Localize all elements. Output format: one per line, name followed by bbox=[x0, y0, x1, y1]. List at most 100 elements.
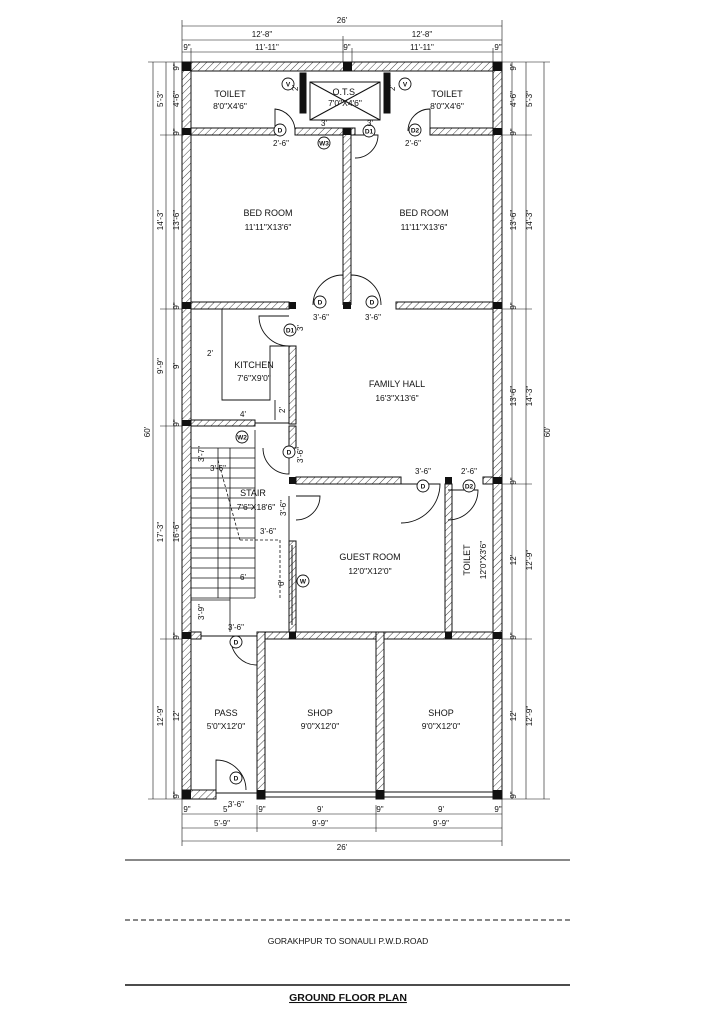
dim-top-half-right: 12'-8" bbox=[412, 30, 433, 39]
wall-guest-top bbox=[295, 476, 402, 485]
dim-bottom-seg-1: 9" bbox=[183, 805, 190, 814]
dim-stair-3-7: 3'-7" bbox=[197, 446, 206, 462]
wall-kitchen-bottom bbox=[190, 419, 256, 427]
wall-pass-top bbox=[190, 631, 202, 640]
tag-v-right: V bbox=[403, 82, 408, 89]
dim-toilet-left-door: 2'-6" bbox=[273, 139, 289, 148]
dim-left-inner-2: 4'-6" bbox=[172, 91, 181, 107]
dim-ots-left: 3' bbox=[321, 119, 327, 128]
dim-right-outer-5: 12'-9" bbox=[525, 706, 534, 727]
dim-ots-right-2: 2' bbox=[388, 85, 397, 91]
dim-pass-bottom-door: 3'-6" bbox=[228, 800, 244, 809]
dim-top-seg-5: 9" bbox=[494, 43, 501, 52]
dim-ots-left-2: 2' bbox=[291, 85, 300, 91]
wall-right bbox=[492, 61, 503, 800]
room-bed-right-size: 11'11"X13'6" bbox=[401, 222, 448, 232]
dim-kitchen-4: 4' bbox=[240, 410, 246, 419]
room-toilet-mid-name: TOILET bbox=[462, 544, 472, 576]
room-stair-name: STAIR bbox=[240, 488, 266, 498]
dim-bottom-group-3: 9'-9" bbox=[433, 819, 449, 828]
wall-ots-bottom bbox=[294, 127, 356, 136]
dim-right-inner-8: 12' bbox=[509, 554, 518, 565]
wall-top bbox=[181, 61, 503, 72]
tag-d-pass-bottom: D bbox=[234, 776, 239, 783]
dim-right-inner-2: 4'-6" bbox=[509, 91, 518, 107]
drawing-title: GROUND FLOOR PLAN bbox=[289, 992, 407, 1004]
room-toilet-left-name: TOILET bbox=[214, 89, 246, 99]
wall-toilet-mid bbox=[444, 483, 453, 638]
room-family-hall-name: FAMILY HALL bbox=[369, 379, 425, 389]
room-kitchen-size: 7'6"X9'0" bbox=[237, 373, 271, 383]
dim-total-height-right: 60' bbox=[543, 426, 552, 437]
dim-toilet-mid-door: 2'-6" bbox=[461, 467, 477, 476]
dim-right-inner-5: 9" bbox=[509, 302, 518, 309]
tag-v-left: V bbox=[286, 82, 291, 89]
dim-left-outer-2: 14'-3" bbox=[156, 210, 165, 231]
wall-stair-right bbox=[288, 425, 297, 449]
dim-total-width-top: 26' bbox=[337, 16, 348, 25]
tag-d-pass-top: D bbox=[234, 640, 239, 647]
room-bed-right-name: BED ROOM bbox=[399, 208, 448, 218]
dim-bottom-group-2: 9'-9" bbox=[312, 819, 328, 828]
stair-treads bbox=[191, 430, 281, 632]
dim-right-inner-9: 9" bbox=[509, 632, 518, 639]
room-kitchen-name: KITCHEN bbox=[234, 360, 274, 370]
room-toilet-right-name: TOILET bbox=[431, 89, 463, 99]
door-window-tags bbox=[229, 77, 476, 785]
dim-left-inner-1: 9" bbox=[172, 63, 181, 70]
wall-toilet-top-right bbox=[482, 476, 494, 485]
room-shop-right-name: SHOP bbox=[428, 708, 454, 718]
tag-d-bed-left: D bbox=[318, 300, 323, 307]
dim-bottom-seg-4: 9' bbox=[317, 805, 323, 814]
dim-toilet-right-door: 2'-6" bbox=[405, 139, 421, 148]
room-ots-name: O.T.S. bbox=[332, 87, 357, 97]
dim-right-inner-1: 9" bbox=[509, 63, 518, 70]
dim-right-outer-2: 14'-3" bbox=[525, 210, 534, 231]
dim-stair-guest-door: 3'-6" bbox=[279, 500, 288, 516]
dim-kitchen-door: 3' bbox=[296, 325, 305, 331]
wall-toilet-right-bottom bbox=[429, 127, 494, 136]
dim-top-seg-4: 11'-11" bbox=[410, 43, 434, 52]
room-bed-left-name: BED ROOM bbox=[243, 208, 292, 218]
dim-right-outer-3: 14'-3" bbox=[525, 386, 534, 407]
columns bbox=[182, 62, 502, 799]
tag-d1-ots: D1 bbox=[365, 129, 374, 136]
dim-top-seg-3: 9" bbox=[343, 43, 350, 52]
dim-bottom-group-1: 5'-9" bbox=[214, 819, 230, 828]
wall-bed-divider bbox=[342, 127, 352, 305]
tag-d2-toilet-mid: D2 bbox=[465, 484, 474, 491]
tag-w2: W2 bbox=[237, 435, 247, 442]
dimension-lines bbox=[148, 20, 550, 846]
room-family-hall-size: 16'3"X13'6" bbox=[375, 393, 418, 403]
room-ots-size: 7'0"X4'6" bbox=[328, 98, 362, 108]
tag-d-guest: D bbox=[421, 484, 426, 491]
dim-kitchen-2b: 2' bbox=[278, 407, 287, 413]
room-shop-left-size: 9'0"X12'0" bbox=[301, 721, 340, 731]
wall-pass-shop bbox=[256, 631, 266, 800]
tag-d-bed-right: D bbox=[370, 300, 375, 307]
outer-walls bbox=[181, 61, 503, 800]
kitchen-counter bbox=[221, 309, 289, 420]
tag-d-toilet-left: D bbox=[278, 128, 283, 135]
room-shop-right-size: 9'0"X12'0" bbox=[422, 721, 461, 731]
interior-walls bbox=[190, 127, 494, 800]
room-pass-size: 5'0"X12'0" bbox=[207, 721, 246, 731]
dim-right-inner-11: 9" bbox=[509, 791, 518, 798]
dim-left-inner-4: 13'-6" bbox=[172, 210, 181, 231]
dim-left-inner-5: 9" bbox=[172, 302, 181, 309]
dim-left-outer-1: 5'-3" bbox=[156, 91, 165, 107]
dim-right-outer-1: 5'-3" bbox=[525, 91, 534, 107]
room-bed-left-size: 11'11"X13'6" bbox=[245, 222, 292, 232]
room-guest-name: GUEST ROOM bbox=[339, 552, 400, 562]
dim-left-inner-8: 16'-6" bbox=[172, 522, 181, 543]
dim-right-inner-10: 12' bbox=[509, 710, 518, 721]
dim-left-inner-6: 9' bbox=[172, 363, 181, 369]
wall-bed-left-bottom bbox=[190, 301, 290, 310]
dim-stair-6b: 6' bbox=[277, 580, 286, 586]
wall-kitchen-right bbox=[288, 345, 297, 425]
room-stair-size: 7'6"X18'6" bbox=[237, 502, 276, 512]
dim-ots-right: 3' bbox=[367, 119, 373, 128]
dim-bed-left-door: 3'-6" bbox=[313, 313, 329, 322]
ots-duct bbox=[299, 72, 391, 121]
